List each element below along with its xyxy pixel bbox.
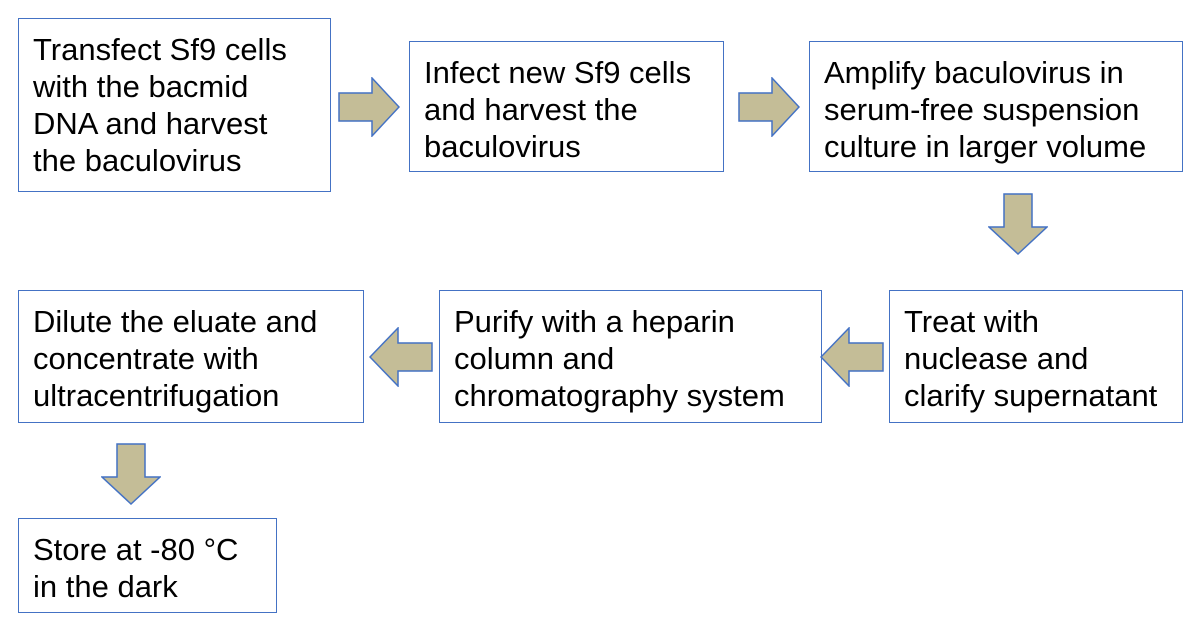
- arrow-right-icon: [738, 77, 800, 137]
- step-text-line: baculovirus: [424, 129, 581, 164]
- step-text-line: Store at -80 °C: [33, 532, 239, 567]
- step-box-treat: Treat with nuclease and clarify supernat…: [889, 290, 1183, 423]
- step-box-infect: Infect new Sf9 cells and harvest the bac…: [409, 41, 724, 172]
- step-text-line: Treat with: [904, 304, 1039, 339]
- step-text-line: Dilute the eluate and: [33, 304, 318, 339]
- step-text-line: culture in larger volume: [824, 129, 1147, 164]
- step-box-dilute: Dilute the eluate and concentrate with u…: [18, 290, 364, 423]
- step-box-transfect: Transfect Sf9 cells with the bacmid DNA …: [18, 18, 331, 192]
- step-text-line: column and: [454, 341, 615, 376]
- arrow-right-icon: [338, 77, 400, 137]
- step-box-store: Store at -80 °C in the dark: [18, 518, 277, 613]
- step-box-amplify: Amplify baculovirus in serum-free suspen…: [809, 41, 1183, 172]
- step-text-line: in the dark: [33, 569, 178, 604]
- arrow-left-icon: [369, 327, 433, 387]
- step-text-line: ultracentrifugation: [33, 378, 280, 413]
- step-text-line: with the bacmid: [33, 69, 249, 104]
- step-box-purify: Purify with a heparin column and chromat…: [439, 290, 822, 423]
- step-text-line: DNA and harvest: [33, 106, 268, 141]
- step-text-line: Purify with a heparin: [454, 304, 735, 339]
- step-text-line: serum-free suspension: [824, 92, 1140, 127]
- step-text-line: Infect new Sf9 cells: [424, 55, 692, 90]
- arrow-down-icon: [101, 443, 161, 505]
- arrow-down-icon: [988, 193, 1048, 255]
- step-text-line: nuclease and: [904, 341, 1089, 376]
- step-text-line: Transfect Sf9 cells: [33, 32, 287, 67]
- arrow-left-icon: [820, 327, 884, 387]
- step-text-line: clarify supernatant: [904, 378, 1158, 413]
- step-text-line: the baculovirus: [33, 143, 242, 178]
- step-text-line: and harvest the: [424, 92, 638, 127]
- step-text-line: concentrate with: [33, 341, 259, 376]
- step-text-line: Amplify baculovirus in: [824, 55, 1124, 90]
- step-text-line: chromatography system: [454, 378, 785, 413]
